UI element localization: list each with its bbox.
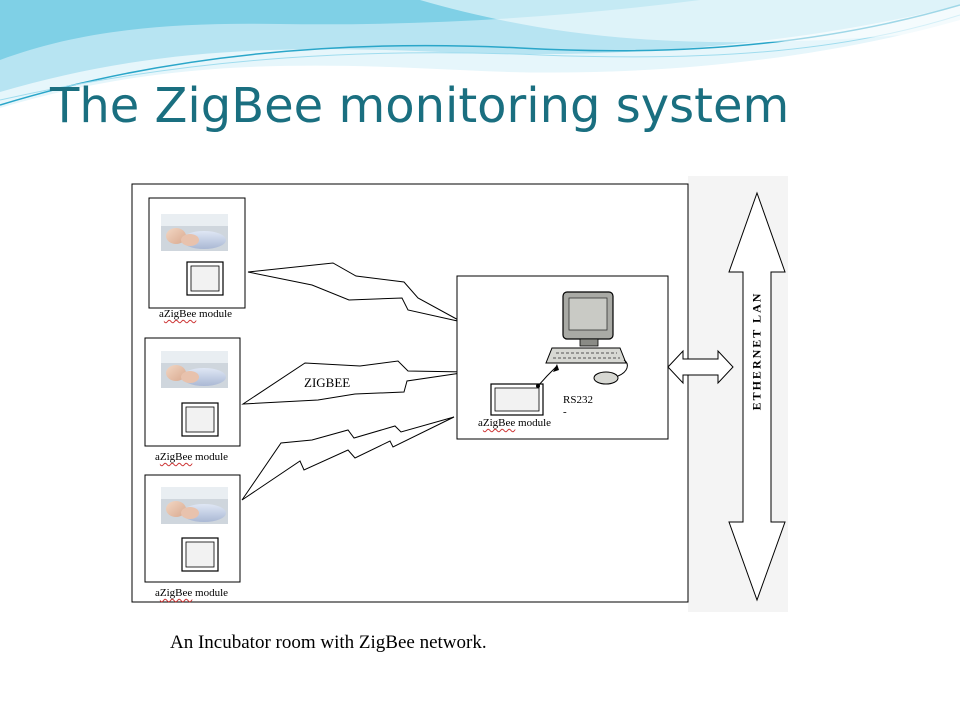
zigbee-module-icon — [181, 537, 219, 572]
zigbee-module-icon — [490, 383, 544, 416]
coordinator-module-label: aZigBee module — [478, 417, 552, 429]
ethernet-lan-arrow — [728, 191, 786, 602]
figure-caption: An Incubator room with ZigBee network. — [170, 632, 487, 653]
lightning-link-icon — [241, 416, 455, 501]
module-label: aZigBee module — [155, 451, 229, 463]
header-wave-decoration — [0, 0, 960, 108]
rs232-link — [537, 365, 558, 387]
slide-title: The ZigBee monitoring system — [50, 78, 790, 134]
ethernet-lan-label: ETHERNET LAN — [749, 291, 764, 411]
computer-icon — [545, 291, 628, 385]
baby-photo-icon — [161, 214, 228, 251]
incubator-unit — [144, 474, 241, 583]
module-label: aZigBee module — [159, 308, 233, 320]
rs232-label: RS232- — [563, 394, 593, 418]
zigbee-module-icon — [186, 261, 224, 296]
module-label: aZigBee module — [155, 587, 229, 599]
double-arrow-icon — [667, 349, 734, 385]
baby-photo-icon — [161, 351, 228, 388]
zigbee-module-icon — [181, 402, 219, 437]
zigbee-link-label: ZIGBEE — [304, 375, 351, 390]
incubator-unit — [144, 337, 241, 447]
incubator-unit — [148, 197, 246, 309]
baby-photo-icon — [161, 487, 228, 524]
